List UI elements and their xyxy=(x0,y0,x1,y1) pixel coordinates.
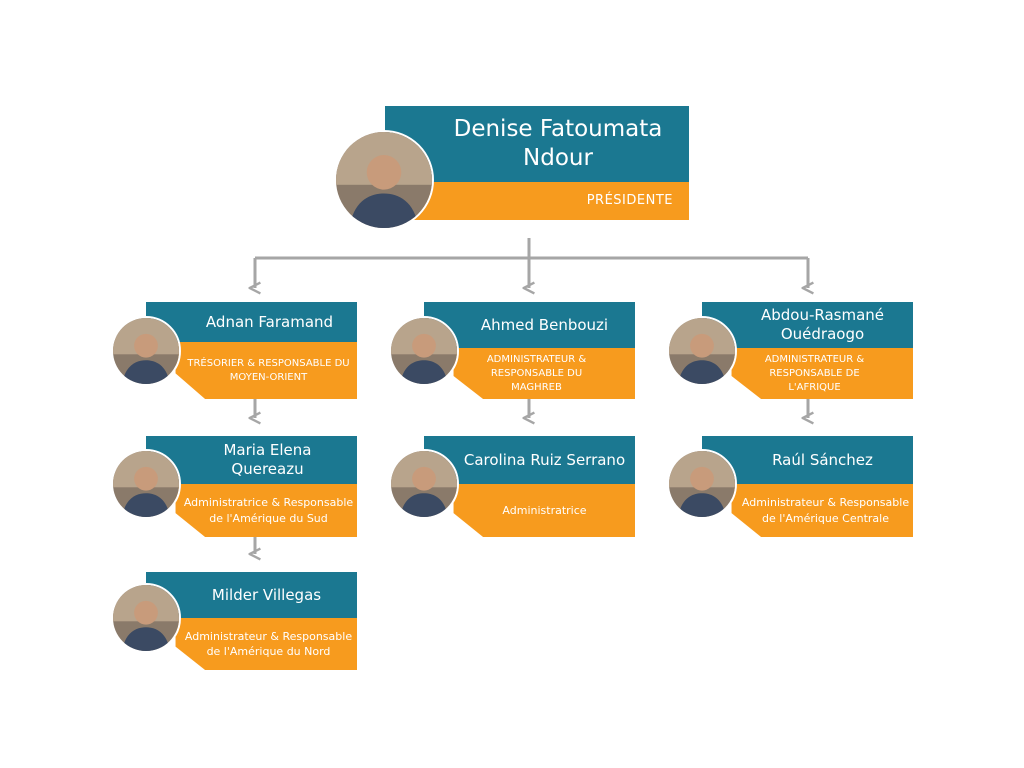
member-role: TRÉSORIER & RESPONSABLE DU MOYEN-ORIENT xyxy=(187,357,350,383)
member-name-box: Milder Villegas xyxy=(146,572,357,618)
person-portrait-icon xyxy=(389,316,459,386)
member-name: Adnan Faramand xyxy=(205,312,334,331)
member-role-box: ADMINISTRATEUR & RESPONSABLE DU MAGHREB xyxy=(453,348,635,399)
member-role: Administratrice xyxy=(502,503,587,517)
member-role: Administratrice & Responsable de l'Améri… xyxy=(183,496,354,525)
member-role-box: Administratrice & Responsable de l'Améri… xyxy=(175,484,357,537)
member-role: Administrateur & Responsable de l'Amériq… xyxy=(184,629,353,658)
member-role: Administrateur & Responsable de l'Amériq… xyxy=(741,496,910,525)
member-name: Carolina Ruiz Serrano xyxy=(463,450,626,469)
president-role-box: PRÉSIDENTE xyxy=(385,182,689,220)
member-name: Raúl Sánchez xyxy=(772,450,873,469)
member-name: Ahmed Benbouzi xyxy=(480,315,609,334)
person-portrait-icon xyxy=(389,449,459,519)
member-role-box: Administrateur & Responsable de l'Amériq… xyxy=(175,618,357,670)
member-name-box: Raúl Sánchez xyxy=(702,436,913,484)
member-name-box: Ahmed Benbouzi xyxy=(424,302,635,348)
member-role-box: Administratrice xyxy=(453,484,635,537)
person-portrait-icon xyxy=(111,449,181,519)
member-role-box: ADMINISTRATEUR & RESPONSABLE DE L'AFRIQU… xyxy=(731,348,913,399)
person-portrait-icon xyxy=(667,449,737,519)
member-name: Milder Villegas xyxy=(211,585,322,604)
member-role-box: Administrateur & Responsable de l'Amériq… xyxy=(731,484,913,537)
member-name: Maria Elena Quereazu xyxy=(223,441,312,478)
president-role: PRÉSIDENTE xyxy=(586,192,673,208)
president-name-box: Denise Fatoumata Ndour xyxy=(385,106,689,182)
member-role: ADMINISTRATEUR & RESPONSABLE DU MAGHREB xyxy=(486,353,587,393)
member-name-box: Carolina Ruiz Serrano xyxy=(424,436,635,484)
member-name: Abdou-Rasmané Ouédraogo xyxy=(760,306,885,343)
member-role: ADMINISTRATEUR & RESPONSABLE DE L'AFRIQU… xyxy=(764,353,865,393)
president-name: Denise Fatoumata Ndour xyxy=(453,116,663,171)
person-portrait-icon xyxy=(667,316,737,386)
person-portrait-icon xyxy=(334,130,434,230)
member-name-box: Maria Elena Quereazu xyxy=(146,436,357,484)
member-name-box: Adnan Faramand xyxy=(146,302,357,342)
member-role-box: TRÉSORIER & RESPONSABLE DU MOYEN-ORIENT xyxy=(175,342,357,399)
person-portrait-icon xyxy=(111,316,181,386)
person-portrait-icon xyxy=(111,583,181,653)
member-name-box: Abdou-Rasmané Ouédraogo xyxy=(702,302,913,348)
